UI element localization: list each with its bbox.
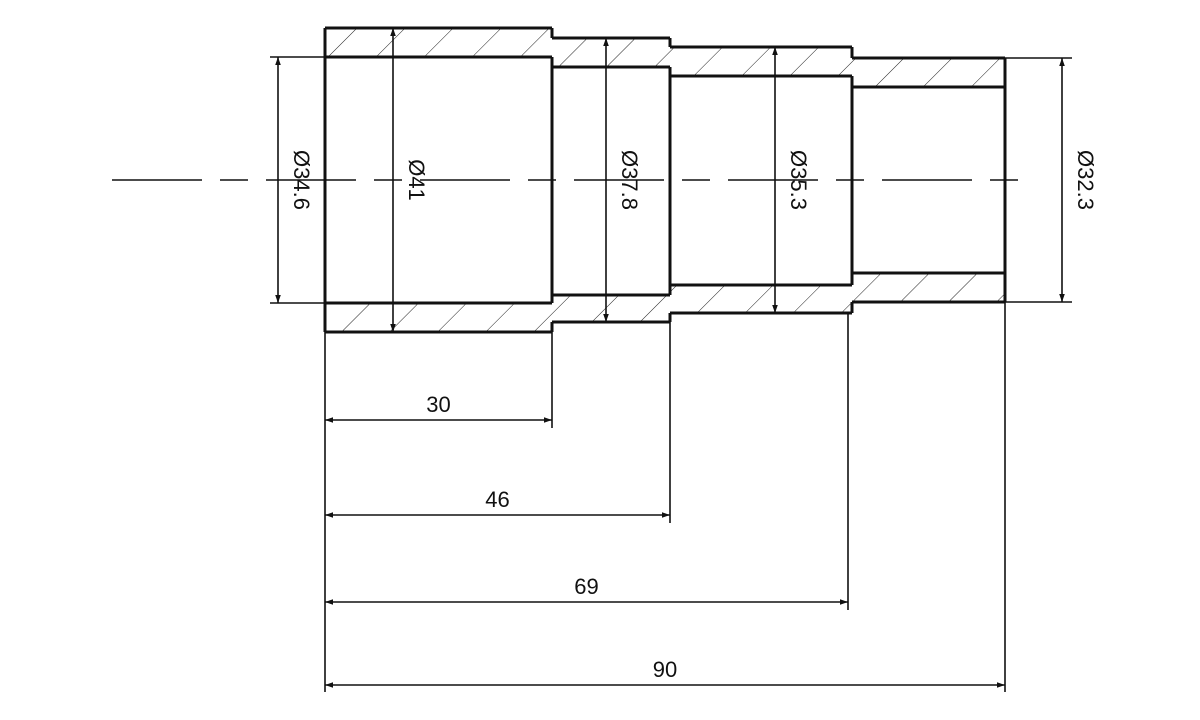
- wall-hatch-bottom: [670, 285, 852, 313]
- diameter-label: Ø32.3: [1073, 150, 1098, 210]
- length-label: 30: [426, 392, 450, 417]
- length-label: 90: [653, 657, 677, 682]
- diameter-label: Ø41: [404, 159, 429, 201]
- wall-hatch-bottom: [552, 295, 670, 322]
- diameter-label: Ø35.3: [786, 150, 811, 210]
- wall-hatch-top: [852, 58, 1005, 87]
- wall-hatch-top: [552, 38, 670, 67]
- diameter-label: Ø34.6: [289, 150, 314, 210]
- wall-hatch-top: [325, 28, 552, 57]
- wall-hatch-bottom: [325, 303, 552, 332]
- length-label: 46: [485, 487, 509, 512]
- wall-hatch-bottom: [852, 273, 1005, 302]
- diameter-label: Ø37.8: [617, 150, 642, 210]
- length-label: 69: [574, 574, 598, 599]
- section-hatching: [325, 28, 1005, 332]
- wall-hatch-top: [670, 47, 852, 76]
- dimensions: Ø34.6 Ø41 Ø37.8 Ø35.3 Ø32.3 30 46 69 90: [270, 28, 1098, 692]
